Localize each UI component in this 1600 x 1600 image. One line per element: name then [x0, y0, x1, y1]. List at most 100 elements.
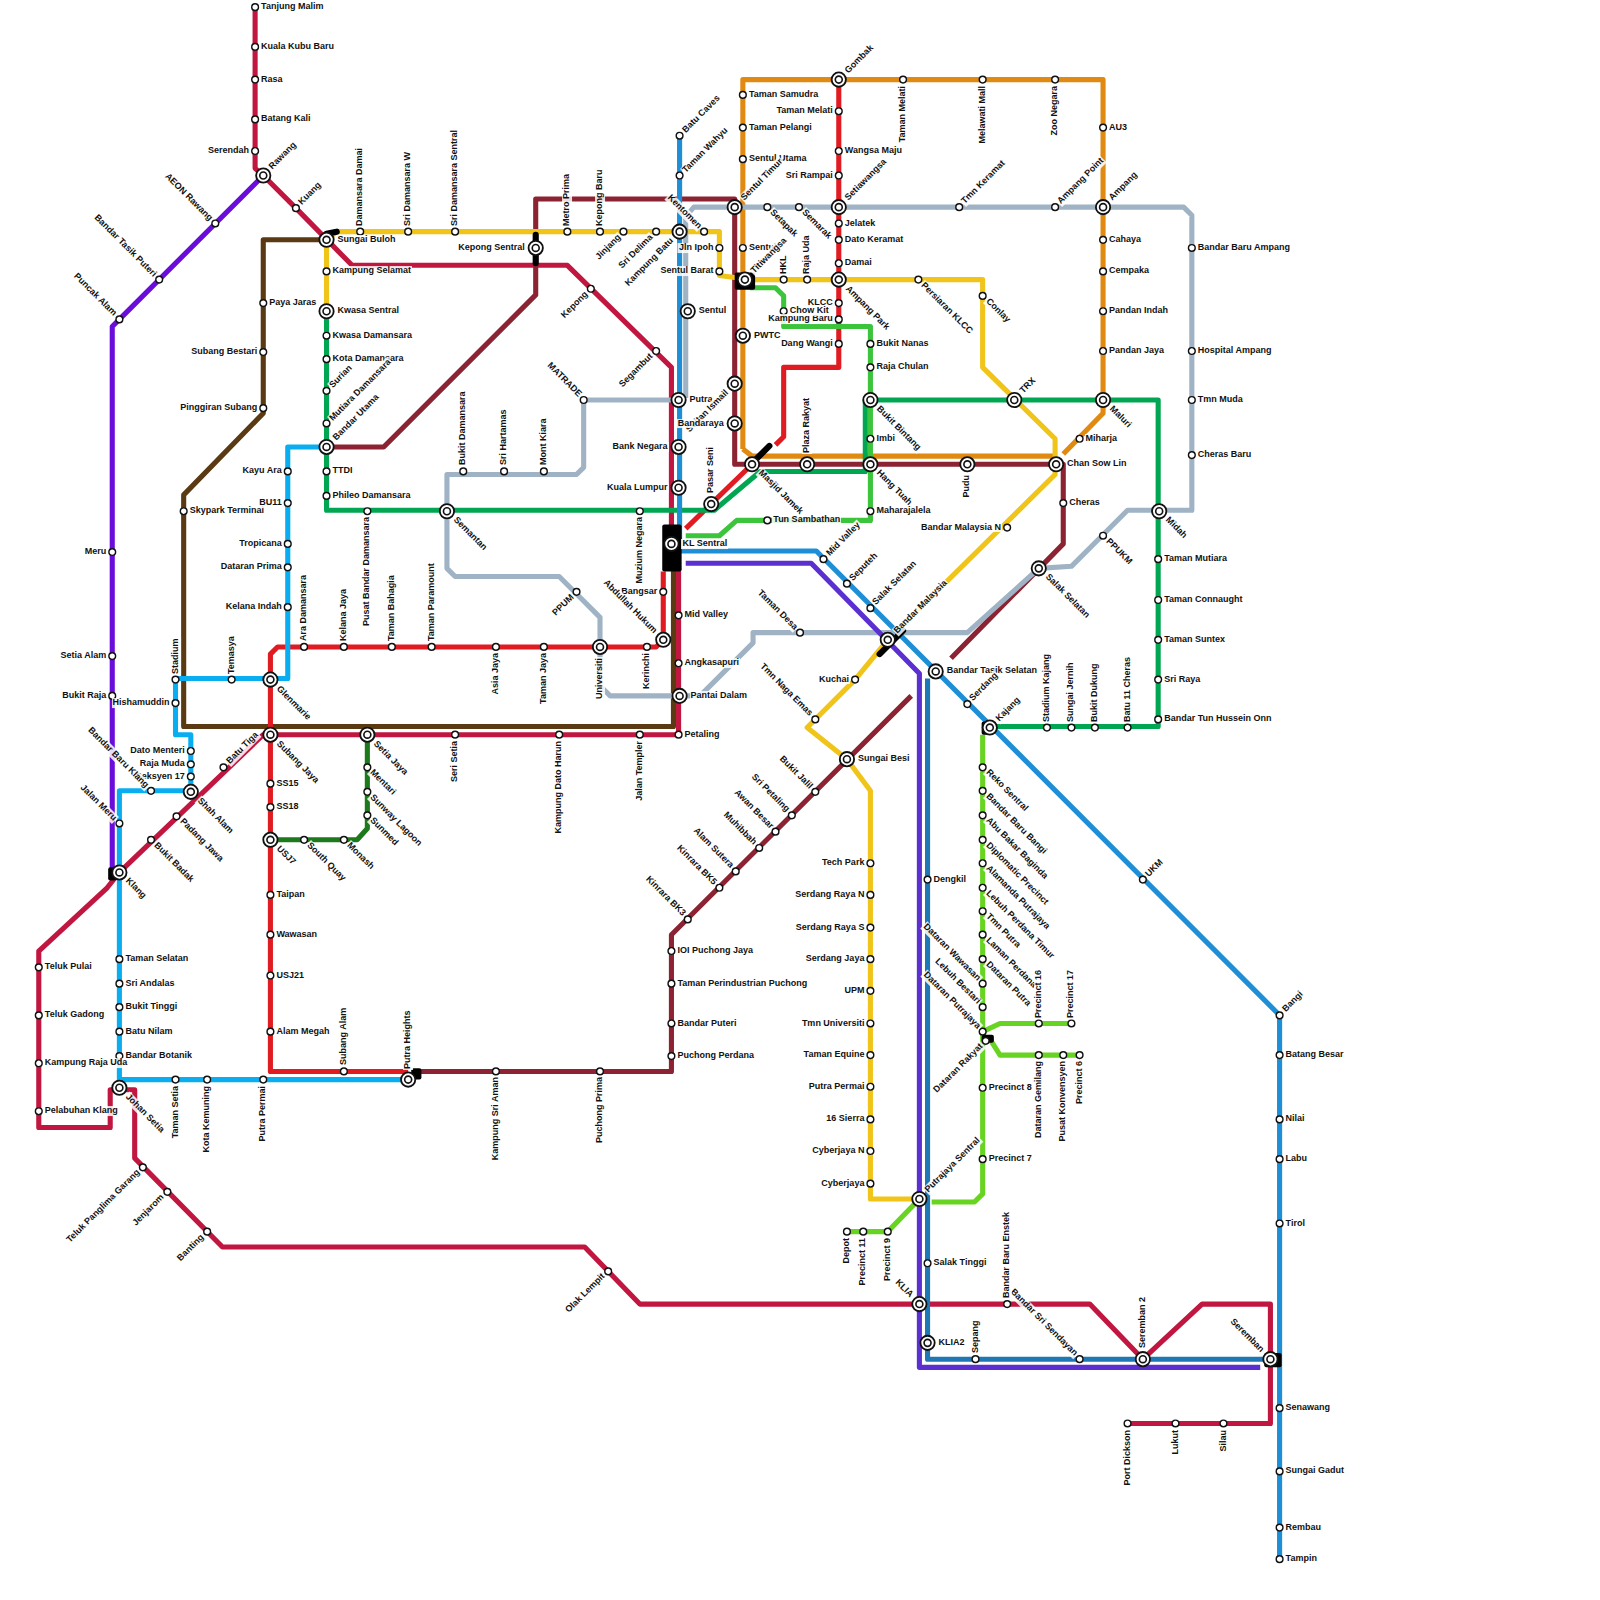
- station-label: Dang Wangi: [780, 339, 834, 349]
- station-dot: [920, 1336, 934, 1350]
- station-label: UKM: [1143, 857, 1166, 880]
- station-dot: [267, 780, 274, 787]
- station-dot: [341, 644, 348, 651]
- station-dot: [35, 1012, 42, 1019]
- station-dot: [252, 116, 259, 123]
- station-dot: [812, 716, 819, 723]
- station-dot: [284, 468, 291, 475]
- station-dot: [172, 1076, 179, 1083]
- station-label: Kajang: [993, 694, 1023, 724]
- station-label: PPUM: [550, 592, 577, 619]
- station-dot: [867, 956, 874, 963]
- station-label: Dataran Prima: [220, 562, 283, 572]
- station-dot: [867, 1020, 874, 1027]
- station-label: Bandar Puteri: [676, 1019, 737, 1029]
- station-label: Bandar Sri Sendayan: [1007, 1287, 1079, 1359]
- station-dot: [187, 773, 194, 780]
- station-label: Taman Jaya: [539, 652, 549, 705]
- station-dot: [187, 748, 194, 755]
- station-label: Jinjang: [593, 232, 624, 263]
- station-label: South Quay: [304, 840, 348, 884]
- station-label: Angkasapuri: [684, 658, 741, 668]
- station-dot: [739, 245, 746, 252]
- station-dot: [301, 644, 308, 651]
- station-dot: [323, 493, 330, 500]
- station-dot: [597, 1068, 604, 1075]
- station-dot: [341, 1068, 348, 1075]
- station-dot: [672, 689, 686, 703]
- station-label: Conlay: [983, 296, 1013, 326]
- rail-line: [686, 563, 1260, 1367]
- station-dot: [1060, 500, 1067, 507]
- station-label: Kinrara BK3: [643, 874, 688, 919]
- station-label: Ampang Point: [1055, 156, 1107, 208]
- station-dot: [284, 541, 291, 548]
- station-label: Sungai Buloh: [337, 235, 397, 245]
- station-dot: [704, 497, 718, 511]
- station-label: USJ21: [275, 971, 305, 981]
- station-dot: [112, 865, 126, 879]
- station-label: Stadium Kajang: [1042, 653, 1052, 723]
- station-dot: [260, 1076, 267, 1083]
- station-label: Taman Pelangi: [748, 123, 813, 133]
- rail-line: [255, 7, 671, 544]
- station-dot: [1007, 393, 1021, 407]
- station-label: Cyberjaya N: [811, 1146, 865, 1156]
- station-label: Gombak: [842, 42, 876, 76]
- station-dot: [835, 316, 842, 323]
- station-dot: [1100, 308, 1107, 315]
- station-dot: [1052, 76, 1059, 83]
- station-dot: [736, 329, 750, 343]
- station-label: Jenjarom: [131, 1192, 168, 1229]
- station-label: Klang: [123, 876, 149, 902]
- station-label: Batang Kali: [260, 114, 312, 124]
- station-label: Puncak Alam: [71, 271, 119, 319]
- station-dot: [867, 341, 874, 348]
- station-label: AEON Rawang: [162, 170, 215, 223]
- station-dot: [493, 1068, 500, 1075]
- station-dot: [867, 435, 874, 442]
- station-dot: [1035, 1020, 1042, 1027]
- station-dot: [912, 1192, 926, 1206]
- station-dot: [116, 820, 123, 827]
- station-label: Stadium: [171, 637, 181, 675]
- station-label: Precinct 11: [858, 1237, 868, 1287]
- station-label: Johan Setia: [123, 1091, 167, 1135]
- station-label: Taman Samudra: [748, 90, 819, 100]
- station-dot: [172, 676, 179, 683]
- station-label: Kwasa Damansara: [332, 331, 414, 341]
- station-dot: [1004, 1301, 1011, 1308]
- station-dot: [263, 728, 277, 742]
- station-label: Taman Desa: [755, 587, 800, 632]
- station-dot: [1220, 1420, 1227, 1427]
- station-label: Kepong Baru: [595, 168, 605, 227]
- station-dot: [956, 204, 963, 211]
- station-dot: [979, 931, 986, 938]
- station-label: Bangi: [1280, 989, 1306, 1015]
- station-label: Wawasan: [275, 930, 318, 940]
- station-dot: [1092, 724, 1099, 731]
- station-label: Taipan: [275, 890, 305, 900]
- station-label: Kayu Ara: [242, 466, 283, 476]
- station-dot: [1188, 397, 1195, 404]
- station-dot: [804, 276, 811, 283]
- station-dot: [1263, 1352, 1277, 1366]
- station-label: Tech Park: [821, 858, 865, 868]
- station-dot: [323, 468, 330, 475]
- station-dot: [660, 588, 667, 595]
- station-dot: [1060, 1052, 1067, 1059]
- station-dot: [260, 349, 267, 356]
- station-label: BU11: [258, 498, 283, 508]
- station-dot: [738, 272, 752, 286]
- station-dot: [835, 300, 842, 307]
- station-label: Bandar Baru Klang: [85, 725, 151, 791]
- station-dot: [924, 1260, 931, 1267]
- station-dot: [867, 1052, 874, 1059]
- station-dot: [1136, 1352, 1150, 1366]
- station-label: Sungai Gadut: [1285, 1466, 1346, 1476]
- station-label: Jalan Templer: [635, 740, 645, 802]
- station-label: Port Dickson: [1123, 1429, 1133, 1487]
- station-dot: [835, 220, 842, 227]
